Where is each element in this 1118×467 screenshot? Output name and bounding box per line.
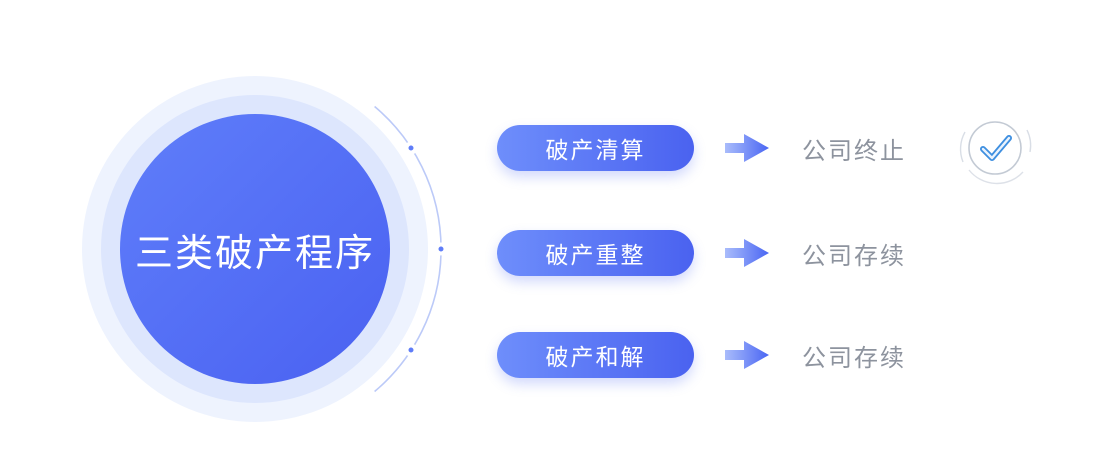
procedure-pill: 破产重整 bbox=[497, 230, 694, 276]
procedure-label: 破产和解 bbox=[545, 344, 646, 370]
arrow-right-icon bbox=[724, 340, 770, 370]
connector-dot bbox=[404, 141, 418, 155]
arrow-right-icon bbox=[724, 238, 770, 268]
diagram-title: 三类破产程序 bbox=[134, 232, 375, 275]
check-icon bbox=[959, 121, 1032, 185]
outcome-label: 公司存续 bbox=[802, 242, 906, 270]
procedure-pill: 破产和解 bbox=[497, 332, 694, 378]
main-topic-circle: 三类破产程序 bbox=[120, 114, 390, 384]
connector-dot bbox=[434, 242, 448, 256]
outcome-label: 公司终止 bbox=[802, 137, 906, 165]
connector-dot bbox=[404, 343, 418, 357]
arrow-right-icon bbox=[724, 133, 770, 163]
procedure-label: 破产清算 bbox=[545, 137, 646, 163]
procedure-row: 破产重整 公司存续 bbox=[497, 230, 906, 276]
procedure-row: 破产和解 公司存续 bbox=[497, 332, 906, 378]
outcome-label: 公司存续 bbox=[802, 344, 906, 372]
check-badge bbox=[953, 106, 1037, 190]
procedure-row: 破产清算 公司终止 bbox=[497, 125, 906, 171]
procedure-label: 破产重整 bbox=[545, 242, 646, 268]
procedure-pill: 破产清算 bbox=[497, 125, 694, 171]
